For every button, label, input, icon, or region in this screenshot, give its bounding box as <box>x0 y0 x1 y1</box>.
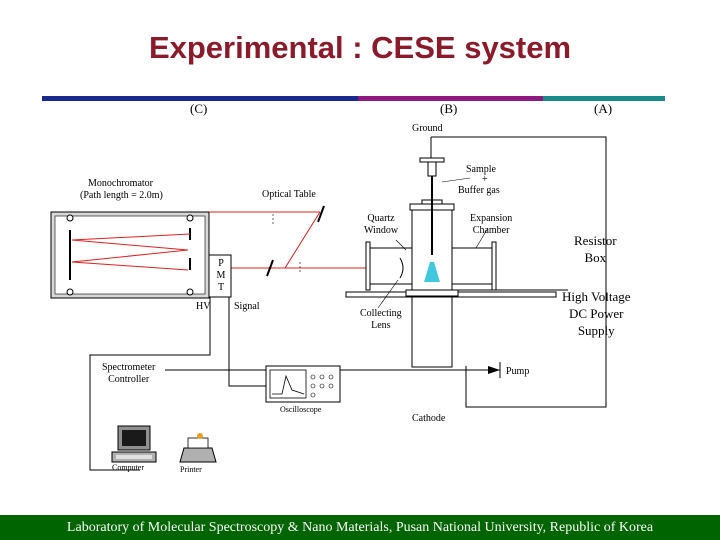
spectrometer-controller-label: Spectrometer Controller <box>102 362 155 386</box>
pump-icon <box>488 366 500 374</box>
expansion-label: Expansion <box>470 213 513 224</box>
ground-label: Ground <box>412 123 443 134</box>
hv-supply-line1: High Voltage <box>562 289 631 304</box>
quartz-pointer <box>395 239 407 251</box>
section-label-a: (A) <box>594 101 613 116</box>
pmt-label: P M T <box>216 258 226 294</box>
monochromator-label: Monochromator (Path length = 2.0m) <box>80 178 163 202</box>
optical-table-label: Optical Table <box>262 189 316 200</box>
hv-supply-label: High Voltage DC Power Supply <box>562 288 631 339</box>
pmt-t: T <box>217 282 225 293</box>
hv-label: HV <box>196 301 211 312</box>
hv-wire <box>89 297 211 471</box>
monochromator-path-length: (Path length = 2.0m) <box>80 190 163 201</box>
pmt-m: M <box>216 270 226 281</box>
lens-pointer <box>377 279 399 309</box>
box-label: Box <box>584 250 607 265</box>
resistor-label: Resistor <box>574 233 617 248</box>
expansion-chamber <box>345 157 557 368</box>
pmt-box <box>208 254 232 298</box>
section-bar-b <box>358 96 543 101</box>
plus-label: + <box>482 174 488 185</box>
plume-icon <box>424 262 440 282</box>
section-label-b: (B) <box>440 101 458 116</box>
pump-label: Pump <box>506 366 530 377</box>
buffer-gas-label: Buffer gas <box>458 185 500 196</box>
printer-icon <box>179 433 217 463</box>
signal-wire <box>228 297 270 387</box>
oscilloscope-label: Oscilloscope <box>280 405 322 414</box>
collecting-lens-icon <box>399 257 404 279</box>
computer-icon <box>111 425 157 463</box>
footer-bar: Laboratory of Molecular Spectroscopy & N… <box>0 515 720 540</box>
cathode-label: Cathode <box>412 413 446 424</box>
spectrometer-label: Spectrometer <box>102 362 156 373</box>
resistor-box-label: Resistor Box <box>574 232 617 266</box>
collecting-label: Collecting <box>360 308 402 319</box>
oscilloscope-icon <box>265 365 341 403</box>
printer-label: Printer <box>180 465 202 474</box>
signal-label: Signal <box>234 301 260 312</box>
section-label-c: (C) <box>190 101 208 116</box>
monochromator-box <box>50 211 210 299</box>
quartz-window-label: Quartz Window <box>364 213 398 237</box>
optical-table-mirrors <box>266 205 325 277</box>
hv-supply-line3: Supply <box>577 323 615 338</box>
section-bar-c <box>42 96 358 101</box>
collecting-lens-label: Collecting Lens <box>360 308 402 332</box>
lens-label: Lens <box>371 320 391 331</box>
page-title: Experimental : CESE system <box>148 30 572 65</box>
chamber-pointer <box>475 227 489 249</box>
window-label: Window <box>364 225 399 236</box>
footer-text: Laboratory of Molecular Spectroscopy & N… <box>66 520 654 535</box>
chamber-label: Chamber <box>472 225 510 236</box>
sample-pointer <box>441 177 471 183</box>
hv-supply-line2: DC Power <box>568 306 624 321</box>
ground-wire <box>431 136 607 408</box>
expansion-chamber-label: Expansion Chamber <box>470 213 512 237</box>
pmt-p: P <box>218 258 224 269</box>
controller-label: Controller <box>108 374 150 385</box>
monochromator-name: Monochromator <box>88 178 153 189</box>
sample-label: Sample <box>466 164 496 175</box>
quartz-label: Quartz <box>367 213 395 224</box>
computer-label: Computer <box>112 463 144 472</box>
section-bar-a <box>543 96 665 101</box>
